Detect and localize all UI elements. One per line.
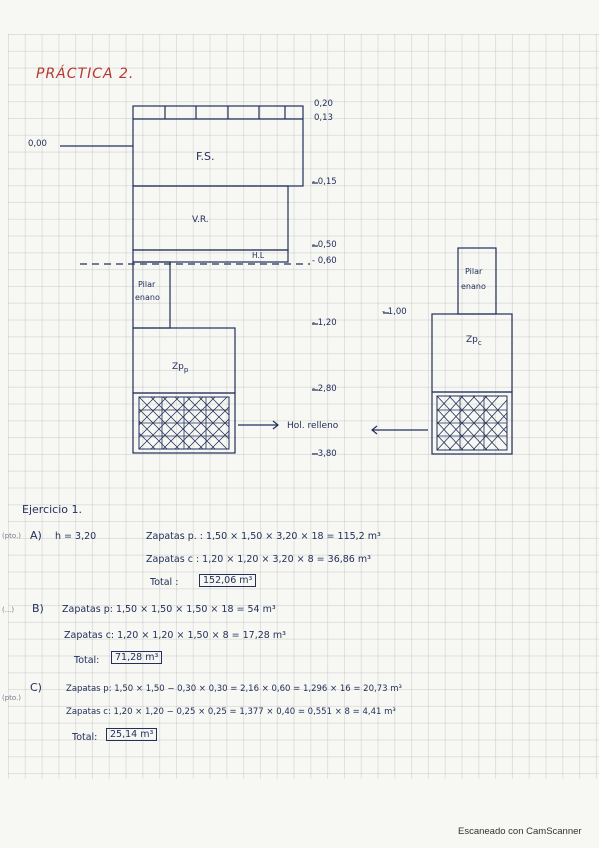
level-hl-bottom: - 0,60: [312, 256, 337, 266]
part-b-line2: Zapatas c: 1,20 × 1,20 × 1,50 × 8 = 17,2…: [64, 630, 286, 641]
margin-note-c: (pto.): [2, 694, 22, 702]
part-b-total-value: 71,28 m³: [111, 651, 163, 664]
hl-block: [132, 249, 289, 263]
part-b-total-label: Total:: [74, 655, 100, 666]
label-pillar-right-1: Pilar: [465, 267, 483, 276]
scanner-watermark: Escaneado con CamScanner: [458, 826, 582, 837]
label-footing-left: Zpp: [172, 362, 189, 374]
part-a-line1: Zapatas p. : 1,50 × 1,50 × 3,20 × 18 = 1…: [146, 531, 381, 542]
part-a-height: h = 3,20: [55, 531, 97, 542]
footing-right: [431, 313, 513, 393]
footing-left: [132, 327, 236, 394]
part-c-line1: Zapatas p: 1,50 × 1,50 − 0,30 × 0,30 = 2…: [66, 684, 402, 694]
level-left-foot-top: - 1,20: [312, 318, 337, 328]
margin-note-b: (...): [2, 606, 15, 614]
part-b-letter: B): [32, 602, 44, 615]
level-top2: 0,13: [314, 113, 333, 123]
page-title: PRÁCTICA 2.: [36, 66, 135, 82]
label-pillar-right-2: enano: [461, 282, 486, 291]
fill-right: [431, 391, 513, 455]
margin-note-a: (pto.): [2, 532, 22, 540]
label-pillar-left-2: enano: [135, 293, 160, 302]
part-a-letter: A): [30, 529, 42, 542]
pillar-right: [457, 247, 497, 315]
fs-block: [132, 105, 304, 187]
part-c-total-value: 25,14 m³: [106, 728, 158, 741]
vr-block: [132, 185, 289, 251]
level-vr-bottom: - 0,50: [312, 240, 337, 250]
part-c-letter: C): [30, 681, 42, 694]
part-b-line1: Zapatas p: 1,50 × 1,50 × 1,50 × 18 = 54 …: [62, 604, 276, 615]
level-zero: 0,00: [28, 139, 47, 149]
level-right-foot-top: - 1,00: [382, 307, 407, 317]
label-pillar-left-1: Pilar: [138, 280, 156, 289]
part-c-total-label: Total:: [72, 732, 98, 743]
fill-left: [132, 392, 236, 454]
label-hl: H.L: [252, 251, 265, 260]
part-c-line2: Zapatas c: 1,20 × 1,20 − 0,25 × 0,25 = 1…: [66, 707, 396, 717]
label-vr: V.R.: [192, 215, 209, 225]
part-a-line2: Zapatas c : 1,20 × 1,20 × 3,20 × 8 = 36,…: [146, 554, 371, 565]
part-a-total-label: Total :: [150, 577, 179, 588]
label-fill: Hol. relleno: [287, 421, 339, 431]
exercise-heading: Ejercicio 1.: [22, 503, 82, 516]
label-footing-right: Zpc: [466, 335, 482, 347]
level-fs-bottom: - 0,15: [312, 177, 337, 187]
part-a-total-value: 152,06 m³: [199, 574, 257, 587]
label-fs: F.S.: [196, 150, 215, 163]
level-fill-bottom: - 3,80: [312, 449, 337, 459]
level-top1: 0,20: [314, 99, 333, 109]
level-fill-top: - 2,80: [312, 384, 337, 394]
